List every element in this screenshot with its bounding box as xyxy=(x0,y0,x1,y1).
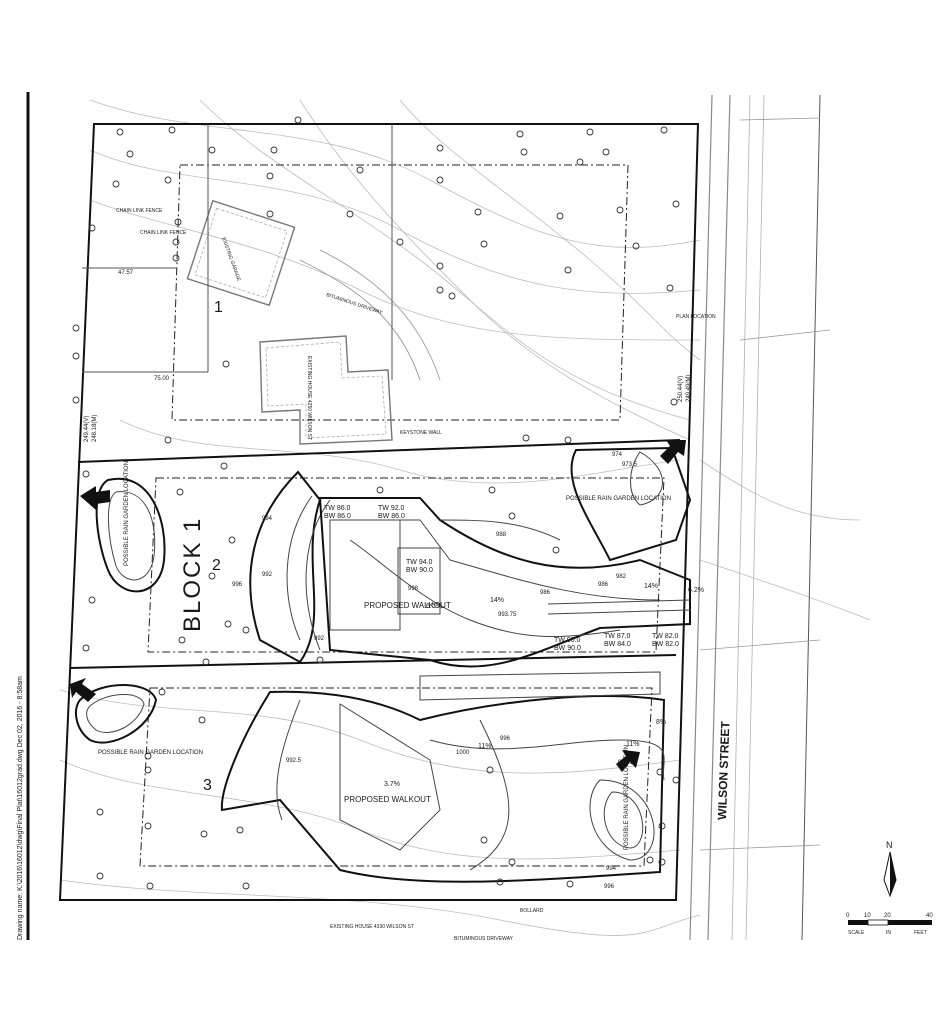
slope-label: 8% xyxy=(656,719,666,726)
contour-label: 996 xyxy=(500,736,511,742)
walkout-label-lot2: PROPOSED WALKOUT xyxy=(364,601,451,610)
driveway-south-label: BITUMINOUS DRIVEWAY xyxy=(454,936,514,942)
setback-lot-3 xyxy=(139,687,653,867)
contour-label: 988 xyxy=(496,532,507,538)
slope-label: 14% xyxy=(490,597,504,604)
scale-caption: SCALE xyxy=(848,930,865,936)
contour-label: 996 xyxy=(604,884,615,890)
wall-tag-bw: BW 84.0 xyxy=(604,641,631,648)
fence-label: CHAIN LINK FENCE xyxy=(116,208,163,214)
contour-label: 992.5 xyxy=(286,758,302,764)
contour-label: 1000 xyxy=(456,750,470,756)
lot-line-2-3 xyxy=(69,654,677,669)
slope-label: 3.7% xyxy=(384,781,400,788)
wall-tag-tw: TW 87.0 xyxy=(604,633,631,640)
fence-label: CHAIN LINK FENCE xyxy=(140,230,187,236)
spot-elevations xyxy=(72,116,680,890)
north-arrow: N xyxy=(883,840,897,898)
property-boundary xyxy=(58,123,700,901)
wall-tag-tw: TW 86.0 xyxy=(324,505,351,512)
rain-garden-label-lot2-west: POSSIBLE RAIN GARDEN LOCATION xyxy=(124,461,130,566)
scale-caption: IN xyxy=(886,930,891,936)
wall-tag-tw: TW 82.0 xyxy=(652,633,679,640)
wall-tag-tw: TW 92.0 xyxy=(378,505,405,512)
wall-tag-bw: BW 90.0 xyxy=(554,645,581,652)
scale-bar: 0 10 20 40 SCALE IN FEET xyxy=(846,913,933,936)
contour-label: 991.5 xyxy=(618,760,634,766)
plan-location-label: PLAN LOCATION xyxy=(676,314,716,320)
lot-number-3: 3 xyxy=(203,777,212,794)
wall-tag-tw: TW 90.0 xyxy=(554,637,581,644)
wilson-street-row xyxy=(689,94,831,941)
proposed-grading-lot-2 xyxy=(249,446,692,668)
contour-label: 973.5 xyxy=(622,462,638,468)
keystone-wall-label: KEYSTONE WALL xyxy=(400,430,442,436)
wall-tag-bw: BW 82.0 xyxy=(652,641,679,648)
contour-label: 996 xyxy=(232,582,243,588)
driveway-north-label: BITUMINOUS DRIVEWAY xyxy=(325,292,383,316)
drainage-arrows xyxy=(70,440,686,772)
contour-label: 992 xyxy=(262,572,273,578)
slope-labels: 6.5% 14% 14% 6.2% 11% 3.7% 8% 11% xyxy=(384,583,704,788)
walkout-label-lot3: PROPOSED WALKOUT xyxy=(344,795,431,804)
scale-tick: 10 xyxy=(864,913,871,919)
block-label: BLOCK 1 xyxy=(179,517,206,632)
wall-tag-bw: BW 86.0 xyxy=(324,513,351,520)
contour-label: 994 xyxy=(262,516,273,522)
contour-label: 986 xyxy=(598,582,609,588)
dimension-label: 248.18(M) xyxy=(92,415,98,442)
scale-tick: 0 xyxy=(846,913,850,919)
drawing-path: Drawing name: K:\2016\16012\dwg\Final Pl… xyxy=(17,676,24,940)
contour-label: 998 xyxy=(408,586,419,592)
contour-label: 986 xyxy=(540,590,551,596)
slope-label: 6.5% xyxy=(426,603,442,610)
scale-tick: 20 xyxy=(884,913,891,919)
dimension-label: 249.49(M) xyxy=(686,375,692,402)
north-label: N xyxy=(886,840,893,850)
boundary-dimensions: 47.57 75.00 249.44(V) 248.18(M) 250.44(V… xyxy=(84,270,692,442)
dimension-label: 75.00 xyxy=(154,376,170,382)
slope-label: 14% xyxy=(644,583,658,590)
rain-garden-label-lot2-east: POSSIBLE RAIN GARDEN LOCATION xyxy=(566,496,671,502)
contour-label: 992 xyxy=(314,636,325,642)
lot-line-1-2 xyxy=(77,439,681,463)
contour-label: 982 xyxy=(616,574,627,580)
scale-tick: 40 xyxy=(926,913,933,919)
lot-number-1: 1 xyxy=(214,299,223,316)
rain-garden-label-lot3-west: POSSIBLE RAIN GARDEN LOCATION xyxy=(98,750,203,756)
street-name: WILSON STREET xyxy=(715,720,732,820)
wall-tag-bw: BW 86.0 xyxy=(378,513,405,520)
contour-label: 974 xyxy=(612,452,623,458)
setback-lot-1 xyxy=(171,164,629,421)
existing-buildings xyxy=(82,124,441,445)
slope-label: 11% xyxy=(478,743,492,750)
dimension-label: 250.44(V) xyxy=(678,376,684,402)
setback-lot-2 xyxy=(147,477,665,653)
rain-gardens xyxy=(74,477,166,744)
lot-number-2: 2 xyxy=(212,557,221,574)
wall-tag-tw: TW 94.0 xyxy=(406,559,433,566)
slope-label: 6.2% xyxy=(688,587,704,594)
slope-label: 11% xyxy=(626,741,640,748)
wall-tags: TW 86.0 BW 86.0 TW 92.0 BW 86.0 TW 94.0 … xyxy=(324,505,679,652)
rain-garden-label-lot3-east: POSSIBLE RAIN GARDEN LOCATION xyxy=(624,745,630,850)
existing-house-south-label: EXISTING HOUSE 4330 WILSON ST xyxy=(330,924,414,930)
dimension-label: 47.57 xyxy=(118,270,134,276)
contour-labels: 992 996 994 988 982 986 1000 996 992 986… xyxy=(232,452,638,890)
wall-tag-bw: BW 90.0 xyxy=(406,567,433,574)
bollard-label: BOLLARD xyxy=(520,908,544,914)
existing-house-north-label: EXISTING HOUSE 4250 WILSON ST xyxy=(306,356,312,440)
contour-label: 993.75 xyxy=(498,612,517,618)
dimension-label: 249.44(V) xyxy=(84,416,90,442)
proposed-grading-lot-3 xyxy=(220,671,666,883)
scale-caption: FEET xyxy=(914,930,927,936)
contour-label: 994 xyxy=(606,866,617,872)
